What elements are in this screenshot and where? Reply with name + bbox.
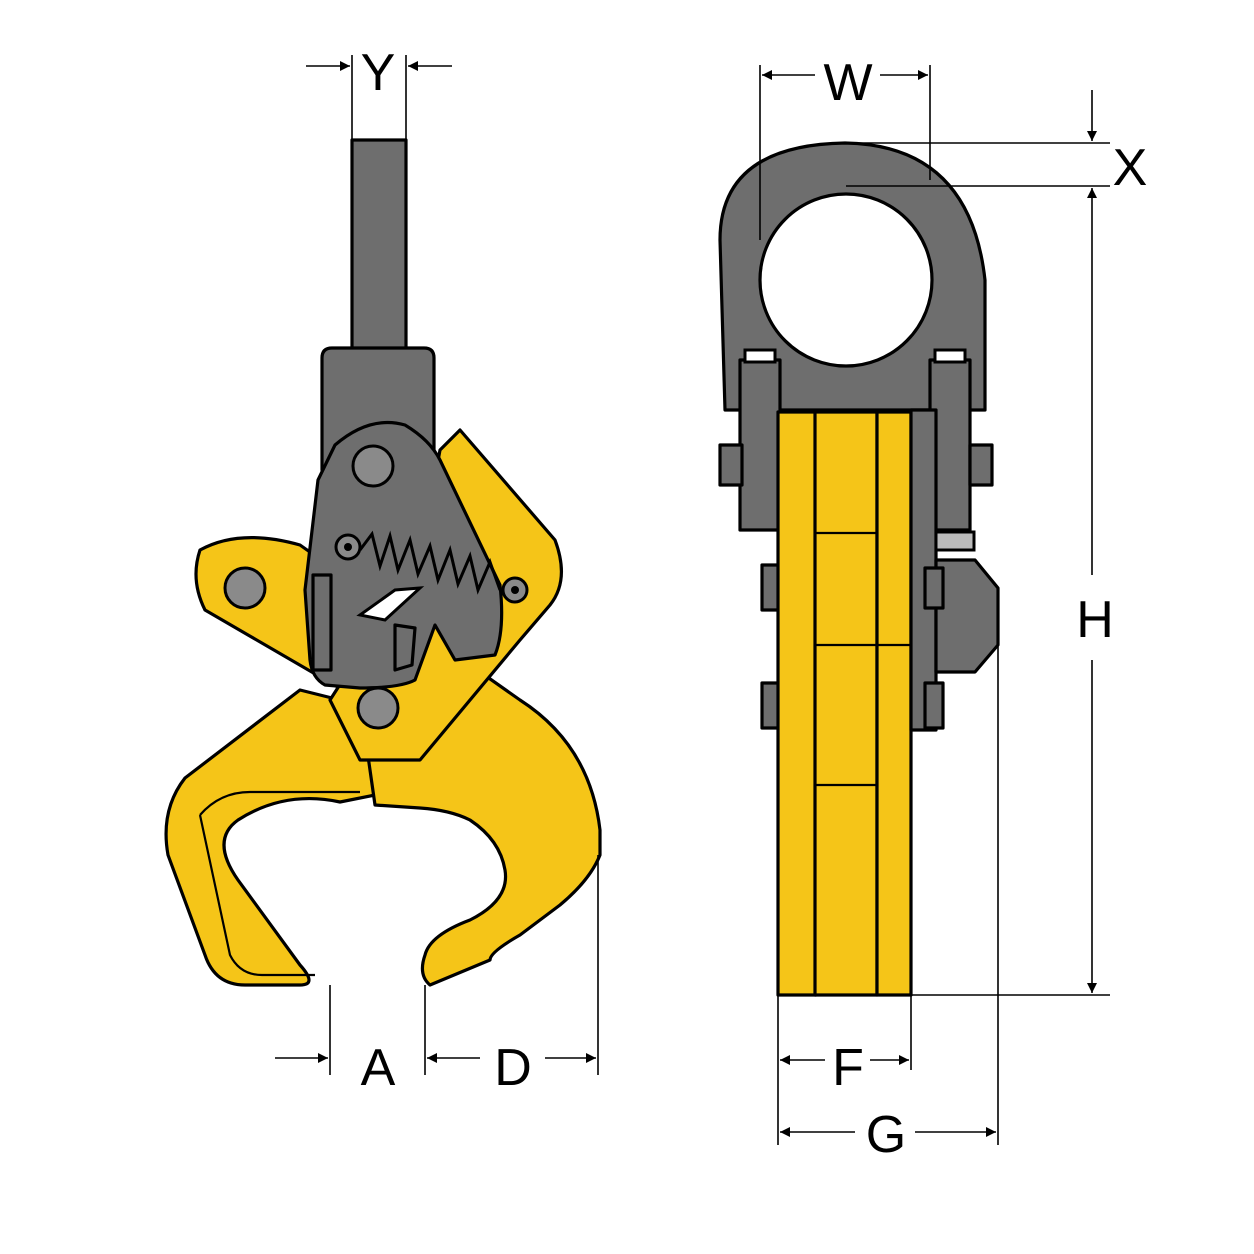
jaw-plate-middle <box>813 410 879 997</box>
label-G: G <box>866 1106 906 1164</box>
left-pivot-pin <box>223 566 267 610</box>
label-X: X <box>1113 139 1148 197</box>
latch-slot <box>311 573 333 672</box>
label-A: A <box>361 1039 396 1097</box>
label-Y: Y <box>361 44 396 102</box>
rear-latch-housing <box>934 558 1000 674</box>
dimension-labels: Y W X H A D F G <box>361 44 1148 1164</box>
spring <box>358 530 502 595</box>
spring-pin-left-core <box>344 543 352 551</box>
jaw-plate-front <box>776 410 818 997</box>
rear-pin-2 <box>923 681 945 730</box>
latch-hook <box>393 623 417 672</box>
bolt-left-1 <box>718 443 744 487</box>
bolt-right-1 <box>968 443 994 487</box>
side-view <box>718 141 1000 997</box>
left-cheek-cap <box>743 348 777 364</box>
dimension-lines <box>275 55 1110 1145</box>
left-cheek-plate <box>738 358 782 532</box>
label-W: W <box>823 54 872 112</box>
shackle-eye-hole <box>758 192 934 368</box>
rear-spacer <box>934 530 976 552</box>
right-cheek-cap <box>933 348 967 364</box>
rear-pin-1 <box>923 566 945 610</box>
left-jaw-bevel <box>198 790 360 977</box>
label-H: H <box>1076 591 1114 649</box>
spring-pin-right-core <box>511 586 519 594</box>
top-pin <box>351 444 395 488</box>
label-D: D <box>494 1039 532 1097</box>
label-F: F <box>832 1039 864 1097</box>
front-view <box>164 138 602 987</box>
jaw-plate-back <box>875 410 913 997</box>
latch-cam <box>356 586 425 622</box>
center-pivot-pin <box>356 686 400 730</box>
